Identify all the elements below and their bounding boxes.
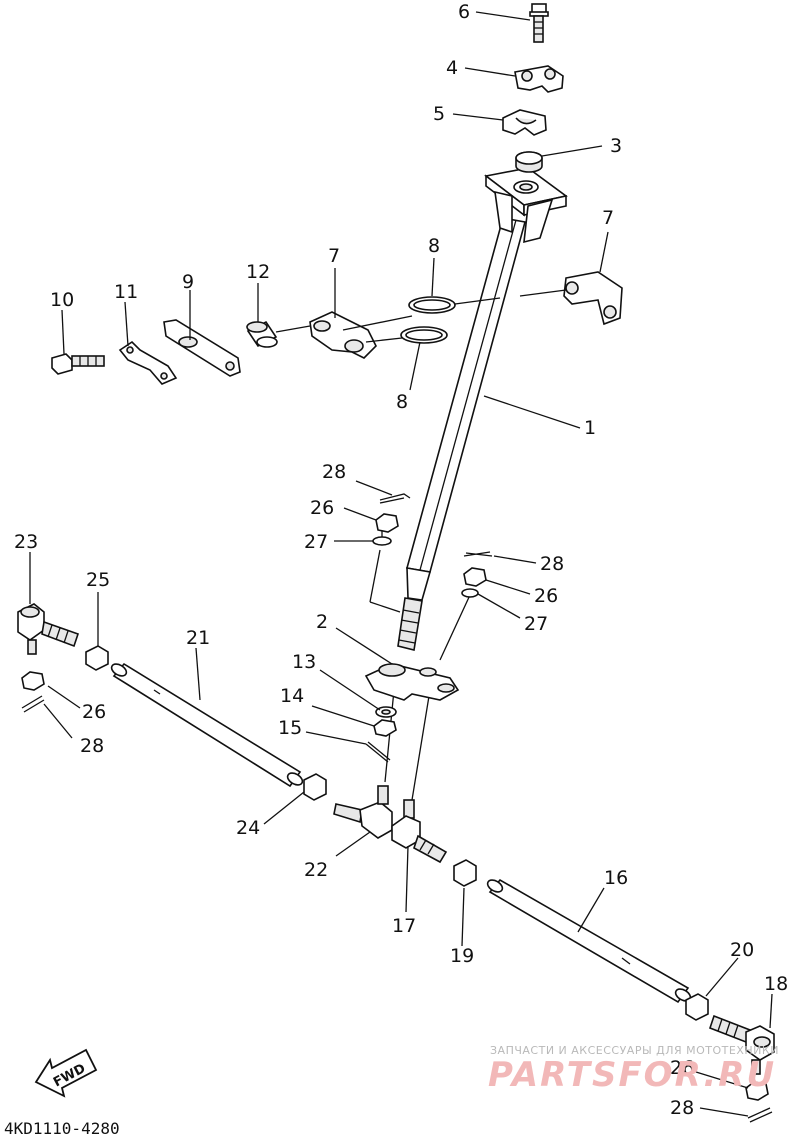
callout-11: 11 — [114, 281, 138, 303]
nut-26-a — [375, 513, 399, 533]
nut-26-b — [463, 567, 487, 587]
bushing-12 — [246, 320, 278, 348]
tie-rod-end-18 — [709, 1014, 775, 1075]
callout-27-a: 27 — [304, 531, 328, 553]
watermark-brand: PARTSFOR.RU — [488, 1055, 776, 1095]
nut-24 — [303, 773, 327, 801]
callout-2: 2 — [316, 611, 328, 633]
washer-27-a — [372, 536, 392, 546]
callout-10: 10 — [50, 289, 74, 311]
callout-16: 16 — [604, 867, 628, 889]
nut-25 — [85, 645, 109, 671]
callout-20: 20 — [730, 939, 754, 961]
bolt-10 — [51, 353, 105, 375]
callout-19: 19 — [450, 945, 474, 967]
fwd-arrow-icon: FWD — [34, 1048, 98, 1098]
pitman-arm — [364, 663, 460, 701]
callout-28-b: 28 — [540, 553, 564, 575]
washer-27-b — [461, 588, 479, 598]
cotter-pin-28-a — [379, 493, 411, 504]
nut-20 — [685, 993, 709, 1021]
callout-4: 4 — [446, 57, 458, 79]
column-cap — [515, 151, 543, 173]
nut-26-d — [745, 1081, 769, 1101]
callout-26-a: 26 — [310, 497, 334, 519]
bolt-6 — [529, 3, 549, 43]
callout-12: 12 — [246, 261, 270, 283]
callout-21: 21 — [186, 627, 210, 649]
tie-rod-21 — [110, 662, 304, 788]
callout-26-d: 26 — [670, 1057, 694, 1079]
column-holder-left — [309, 311, 377, 359]
cotter-pin-28-d — [747, 1107, 773, 1123]
nut-19 — [453, 859, 477, 887]
watermark-tagline: ЗАПЧАСТИ И АКСЕССУАРЫ ДЛЯ МОТОТЕХНИКИ — [490, 1044, 779, 1057]
callout-17: 17 — [392, 915, 416, 937]
tie-rod-end-23 — [17, 603, 80, 655]
callout-9: 9 — [182, 271, 194, 293]
callout-7-left: 7 — [328, 245, 340, 267]
callout-7-right: 7 — [602, 207, 614, 229]
callout-28-a: 28 — [322, 461, 346, 483]
tie-rod-16 — [486, 878, 692, 1004]
tie-rod-end-17 — [391, 799, 448, 864]
callout-25: 25 — [86, 569, 110, 591]
callout-5: 5 — [433, 103, 445, 125]
callout-labels: 6 4 5 3 7 8 7 12 9 11 10 8 1 28 26 27 28… — [14, 1, 788, 1119]
callout-23: 23 — [14, 531, 38, 553]
callout-14: 14 — [280, 685, 304, 707]
lock-washer-11 — [118, 340, 178, 385]
collar-8-lower — [400, 326, 448, 344]
callout-24: 24 — [236, 817, 260, 839]
upper-holder-clamp — [514, 65, 564, 93]
callout-3: 3 — [610, 135, 622, 157]
lower-holder-clamp — [502, 109, 547, 136]
callout-28-c: 28 — [80, 735, 104, 757]
callout-13: 13 — [292, 651, 316, 673]
nut-14 — [373, 719, 397, 737]
callout-6: 6 — [458, 1, 470, 23]
nut-26-c — [21, 671, 45, 691]
cotter-pin-15 — [365, 741, 391, 763]
callout-26-c: 26 — [82, 701, 106, 723]
collar-8-upper — [408, 296, 456, 314]
leader-lines — [29, 11, 773, 1117]
diagram-code: 4KD1110-4280 — [4, 1119, 120, 1137]
washer-13 — [375, 706, 397, 718]
callout-28-d: 28 — [670, 1097, 694, 1119]
callout-26-b: 26 — [534, 585, 558, 607]
assembly-lines — [275, 289, 567, 801]
callout-27-b: 27 — [524, 613, 548, 635]
plate-9 — [163, 319, 241, 377]
callout-15: 15 — [278, 717, 302, 739]
callout-8-upper: 8 — [428, 235, 440, 257]
callout-22: 22 — [304, 859, 328, 881]
cotter-pin-28-c — [21, 695, 45, 713]
tie-rod-end-22 — [333, 785, 393, 839]
callout-8-lower: 8 — [396, 391, 408, 413]
column-holder-right — [563, 271, 623, 326]
callout-18: 18 — [764, 973, 788, 995]
steering-column — [397, 167, 568, 651]
cotter-pin-28-b — [463, 551, 493, 557]
callout-1: 1 — [584, 417, 596, 439]
